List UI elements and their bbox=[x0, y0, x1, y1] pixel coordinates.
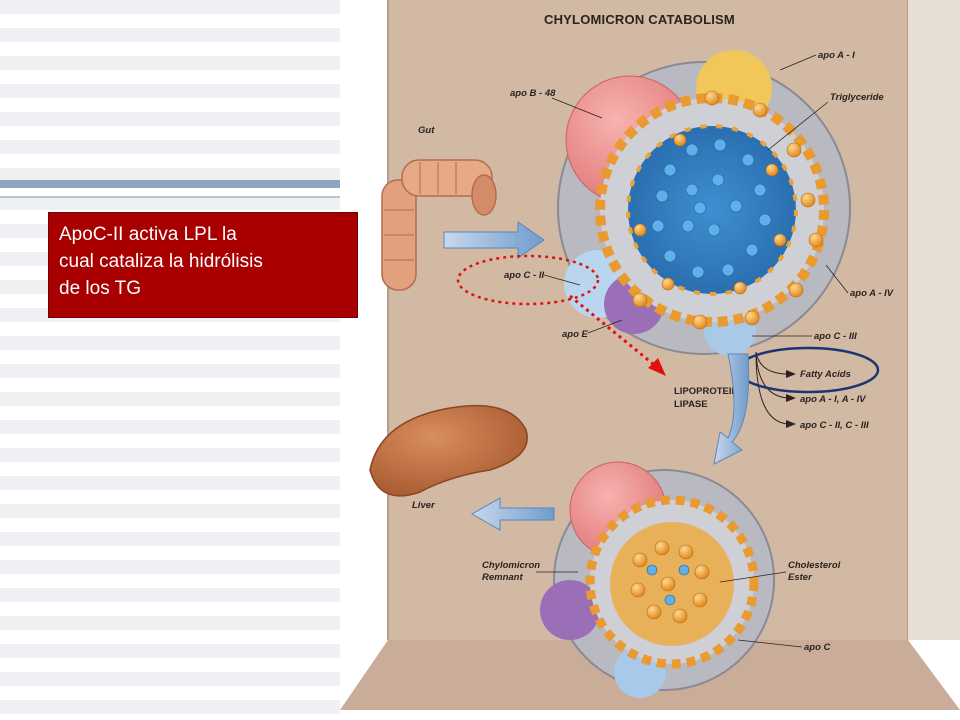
background-stripe bbox=[0, 644, 340, 658]
background-stripe bbox=[0, 616, 340, 630]
background-stripe bbox=[0, 700, 340, 714]
background-stripe bbox=[0, 588, 340, 602]
gut-illustration bbox=[381, 159, 497, 291]
label-apo-a1: apo A - I bbox=[818, 50, 855, 61]
chylomicron-diagram: CHYLOMICRON CATABOLISM Gut bbox=[340, 0, 960, 710]
label-lipase: LIPASE bbox=[674, 399, 708, 410]
background-stripe bbox=[0, 364, 340, 378]
flow-arrow-down bbox=[713, 353, 750, 465]
label-ester: Ester bbox=[788, 572, 813, 583]
chylomicron-remnant-particle bbox=[540, 461, 775, 698]
label-apo-c2-c3: apo C - II, C - III bbox=[800, 420, 869, 431]
background-stripe bbox=[0, 196, 340, 210]
label-apo-c: apo C bbox=[804, 642, 831, 653]
label-chylomicron: Chylomicron bbox=[482, 560, 540, 571]
callout-line-3: de los TG bbox=[59, 278, 142, 299]
label-apo-c2: apo C - II bbox=[504, 270, 544, 281]
accent-bar-thin bbox=[0, 196, 340, 198]
label-apo-a1-a4: apo A - I, A - IV bbox=[800, 394, 866, 405]
label-cholesterol: Cholesterol bbox=[788, 560, 841, 571]
liver-illustration bbox=[369, 404, 528, 497]
background-stripe bbox=[0, 140, 340, 154]
pointer-arrow-line bbox=[569, 294, 659, 370]
background-stripe bbox=[0, 448, 340, 462]
background-stripe bbox=[0, 420, 340, 434]
background-stripe bbox=[0, 476, 340, 490]
background-stripe bbox=[0, 336, 340, 350]
label-gut: Gut bbox=[418, 125, 435, 136]
callout-line-1: ApoC-II activa LPL la bbox=[59, 224, 237, 245]
label-triglyceride: Triglyceride bbox=[830, 92, 884, 103]
accent-bar bbox=[0, 180, 340, 188]
background-stripe bbox=[0, 392, 340, 406]
background-stripe bbox=[0, 532, 340, 546]
highlight-apo-c2 bbox=[456, 254, 600, 306]
background-stripes bbox=[0, 0, 340, 720]
label-apo-c3: apo C - III bbox=[814, 331, 857, 342]
flow-arrow bbox=[443, 221, 545, 259]
label-apo-e: apo E bbox=[562, 329, 589, 340]
pointer-arrow-head bbox=[648, 358, 666, 376]
label-remnant: Remnant bbox=[482, 572, 523, 583]
background-stripe bbox=[0, 560, 340, 574]
flow-arrow-left bbox=[470, 497, 555, 531]
diagram-title: CHYLOMICRON CATABOLISM bbox=[544, 12, 735, 27]
explanation-callout: ApoC-II activa LPL la cual cataliza la h… bbox=[48, 212, 358, 318]
background-stripe bbox=[0, 84, 340, 98]
background-stripe bbox=[0, 0, 340, 14]
label-apo-a4: apo A - IV bbox=[850, 288, 894, 299]
background-stripe bbox=[0, 168, 340, 182]
label-lipoprotein: LIPOPROTEIN bbox=[674, 386, 739, 397]
label-fatty-acids: Fatty Acids bbox=[800, 369, 851, 380]
background-stripe bbox=[0, 112, 340, 126]
label-apo-b48: apo B - 48 bbox=[510, 88, 556, 99]
chylomicron-particle bbox=[557, 50, 851, 356]
background-stripe bbox=[0, 672, 340, 686]
callout-line-2: cual cataliza la hidrólisis bbox=[59, 251, 263, 272]
background-stripe bbox=[0, 28, 340, 42]
background-stripe bbox=[0, 56, 340, 70]
label-liver: Liver bbox=[412, 500, 436, 511]
background-stripe bbox=[0, 504, 340, 518]
